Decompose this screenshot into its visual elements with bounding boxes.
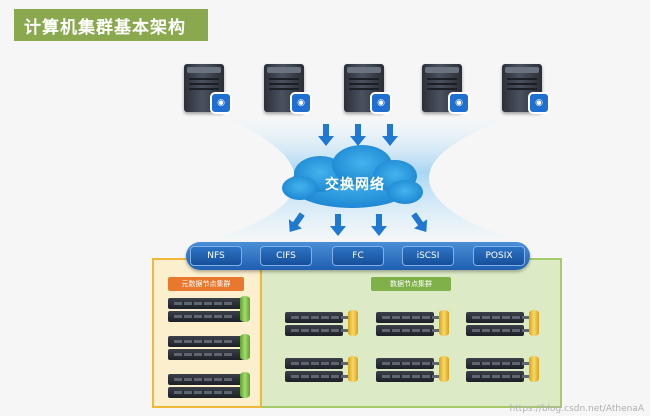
metadata-server-rack [168,336,246,360]
server-2: ◉ [264,64,312,116]
database-icon [240,372,250,398]
storage-badge-icon: ◉ [210,92,232,114]
arrow-down-icon [330,214,346,236]
protocol-iscsi: iSCSI [402,246,454,266]
server-3: ◉ [344,64,392,116]
database-icon [348,356,358,382]
server-4: ◉ [422,64,470,116]
metadata-cluster-label: 元数据节点集群 [168,277,244,291]
storage-badge-icon: ◉ [528,92,550,114]
server-1: ◉ [184,64,232,116]
database-icon [348,310,358,336]
metadata-server-rack [168,298,246,322]
data-server-rack [376,312,442,336]
database-icon [240,296,250,322]
server-5: ◉ [502,64,550,116]
data-cluster-label: 数据节点集群 [371,277,451,291]
storage-badge-icon: ◉ [370,92,392,114]
protocol-posix: POSIX [473,246,525,266]
database-icon [439,356,449,382]
protocol-nfs: NFS [190,246,242,266]
arrow-down-icon [350,124,366,146]
data-server-rack [466,312,532,336]
data-server-rack [466,358,532,382]
arrow-down-right-icon [411,212,428,233]
arrow-down-icon [382,124,398,146]
arrow-down-icon [318,124,334,146]
metadata-server-rack [168,374,246,398]
storage-badge-icon: ◉ [448,92,470,114]
watermark: https://blog.csdn.net/AthenaA [509,404,644,414]
arrow-down-icon [371,214,387,236]
data-server-rack [376,358,442,382]
database-icon [529,310,539,336]
cloud-shape [282,145,423,208]
network-label: 交换网络 [325,177,385,193]
protocol-cifs: CIFS [260,246,312,266]
database-icon [529,356,539,382]
data-server-rack [285,358,351,382]
page-title: 计算机集群基本架构 [14,9,208,41]
storage-badge-icon: ◉ [290,92,312,114]
database-icon [439,310,449,336]
protocol-fc: FC [332,246,384,266]
data-server-rack [285,312,351,336]
arrow-down-left-icon [288,212,305,233]
database-icon [240,334,250,360]
